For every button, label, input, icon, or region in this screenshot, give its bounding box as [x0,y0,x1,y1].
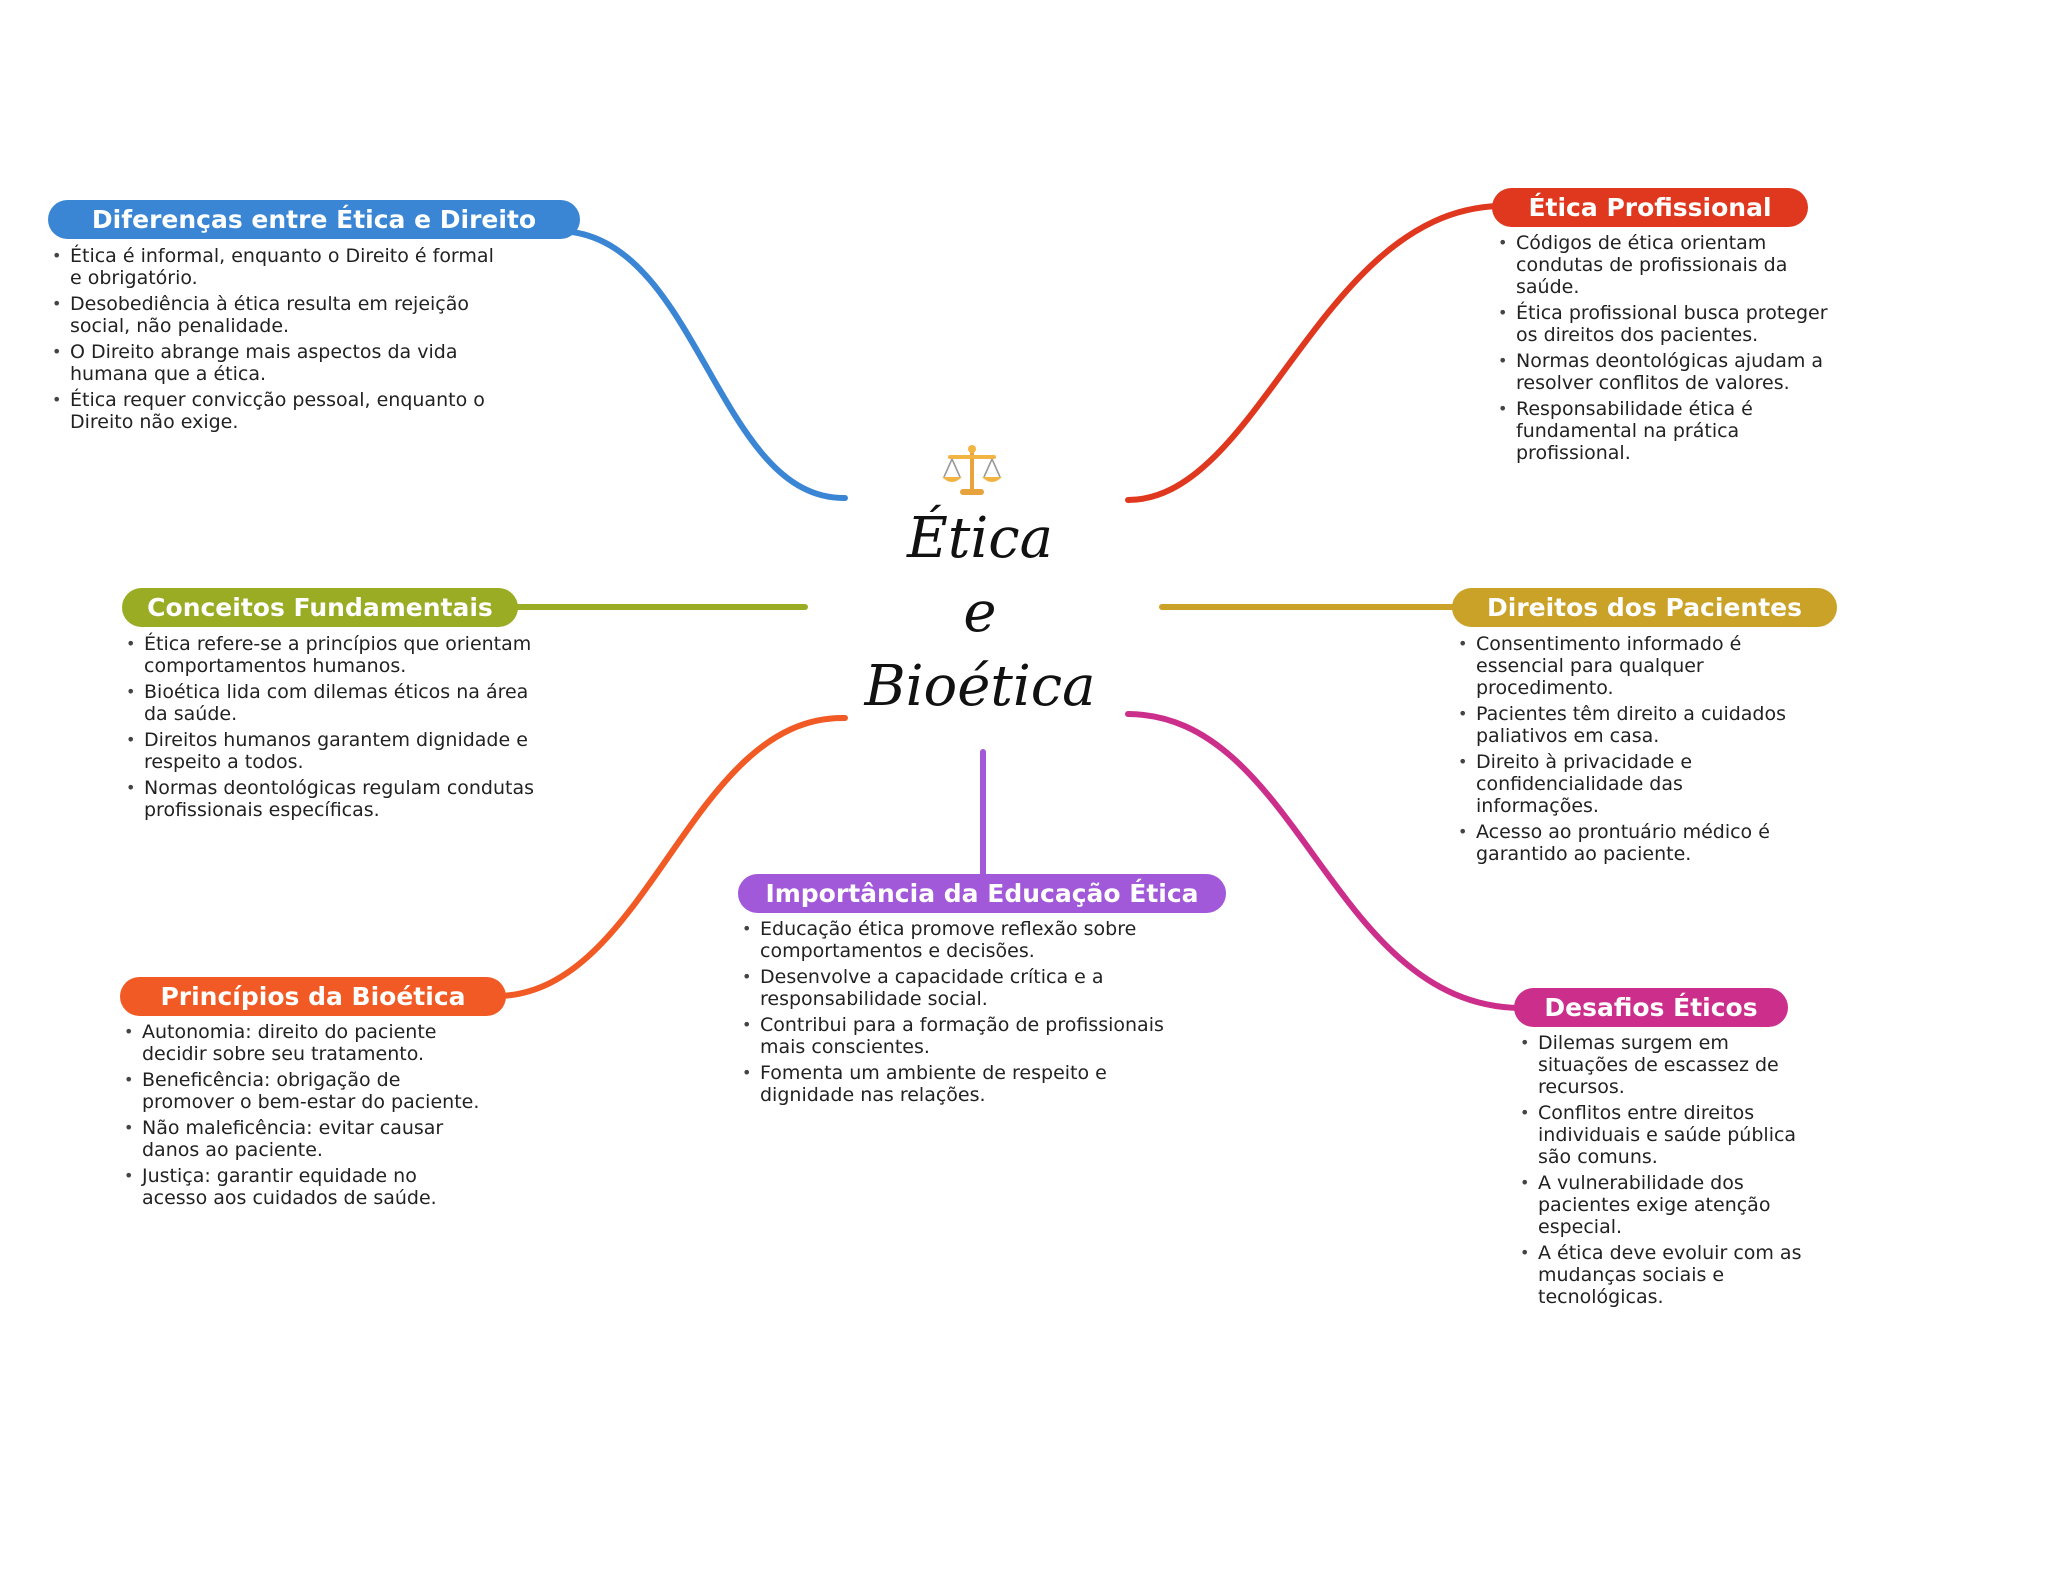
list-item: Beneficência: obrigação de promover o be… [124,1069,484,1113]
list-item: Não maleficência: evitar causar danos ao… [124,1117,484,1161]
list-item: Dilemas surgem em situações de escassez … [1520,1032,1810,1098]
list-item: A ética deve evoluir com as mudanças soc… [1520,1242,1810,1308]
list-item: Ética refere-se a princípios que orienta… [126,633,556,677]
list-item: Pacientes têm direito a cuidados paliati… [1458,703,1808,747]
topic-direitos-list: Consentimento informado é essencial para… [1458,633,1808,869]
list-item: Desenvolve a capacidade crítica e a resp… [742,966,1182,1010]
list-item: Contribui para a formação de profissiona… [742,1014,1182,1058]
list-item: Justiça: garantir equidade no acesso aos… [124,1165,484,1209]
topic-conceitos-header: Conceitos Fundamentais [122,588,518,627]
list-item: Ética profissional busca proteger os dir… [1498,302,1838,346]
list-item: A vulnerabilidade dos pacientes exige at… [1520,1172,1810,1238]
topic-principios-header: Princípios da Bioética [120,977,506,1016]
connector-diferencas [569,229,848,502]
topic-desafios-header: Desafios Éticos [1514,988,1788,1027]
list-item: Consentimento informado é essencial para… [1458,633,1808,699]
topic-profissional-list: Códigos de ética orientam condutas de pr… [1498,232,1838,468]
list-item: Bioética lida com dilemas éticos na área… [126,681,556,725]
central-title-line-3: Bioética [864,653,1096,719]
list-item: Códigos de ética orientam condutas de pr… [1498,232,1838,298]
list-item: Fomenta um ambiente de respeito e dignid… [742,1062,1182,1106]
topic-conceitos-list: Ética refere-se a princípios que orienta… [126,633,556,825]
list-item: Normas deontológicas ajudam a resolver c… [1498,350,1838,394]
topic-desafios-list: Dilemas surgem em situações de escassez … [1520,1032,1810,1312]
topic-direitos-header: Direitos dos Pacientes [1452,588,1837,627]
connector-desafios [1125,711,1523,1011]
topic-principios-list: Autonomia: direito do paciente decidir s… [124,1021,484,1213]
list-item: Conflitos entre direitos individuais e s… [1520,1102,1810,1168]
list-item: Responsabilidade ética é fundamental na … [1498,398,1838,464]
list-item: O Direito abrange mais aspectos da vida … [52,341,502,385]
list-item: Desobediência à ética resulta em rejeiçã… [52,293,502,337]
central-title-line-1: Ética [906,506,1054,571]
central-topic: Ética e Bioética [850,440,1110,740]
list-item: Direitos humanos garantem dignidade e re… [126,729,556,773]
list-item: Direito à privacidade e confidencialidad… [1458,751,1808,817]
topic-diferencas-list: Ética é informal, enquanto o Direito é f… [52,245,502,437]
central-title-line-2: e [963,579,997,645]
list-item: Ética requer convicção pessoal, enquanto… [52,389,502,433]
list-item: Autonomia: direito do paciente decidir s… [124,1021,484,1065]
list-item: Ética é informal, enquanto o Direito é f… [52,245,502,289]
balance-scale-icon [942,445,1002,495]
list-item: Educação ética promove reflexão sobre co… [742,918,1182,962]
list-item: Normas deontológicas regulam condutas pr… [126,777,556,821]
topic-profissional-header: Ética Profissional [1492,188,1808,227]
connector-profissional [1125,203,1503,503]
list-item: Acesso ao prontuário médico é garantido … [1458,821,1808,865]
connector-principios [497,714,848,999]
topic-diferencas-header: Diferenças entre Ética e Direito [48,200,580,239]
topic-educacao-header: Importância da Educação Ética [738,874,1226,913]
topic-educacao-list: Educação ética promove reflexão sobre co… [742,918,1182,1110]
